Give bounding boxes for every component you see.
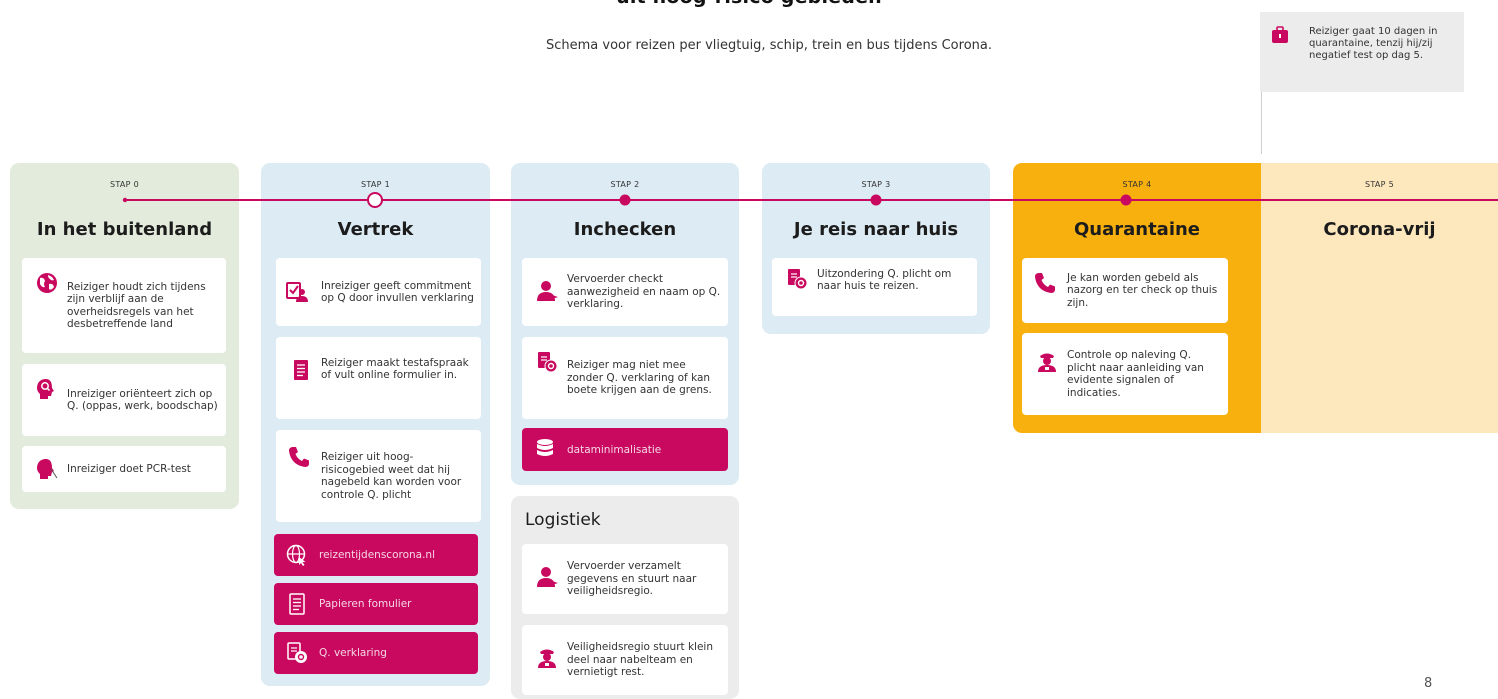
- step-4-card-2: Controle op naleving Q. plicht naar aanl…: [1022, 333, 1228, 415]
- document-icon: [294, 360, 308, 380]
- document-q-icon: [538, 352, 558, 373]
- step-3-card-1: Uitzondering Q. plicht om naar huis te r…: [772, 258, 977, 316]
- step-2-dataminimalisatie[interactable]: dataminimalisatie: [522, 428, 728, 471]
- step-1-label: STAP 1: [360, 180, 391, 189]
- step-2-card-2-text: Reiziger mag niet mee zonder Q. verklari…: [567, 359, 712, 397]
- logistiek-card-1-text: Vervoerder verzamelt gegevens en stuurt …: [567, 560, 697, 598]
- timeline-marker-step-4: [1120, 194, 1132, 206]
- database-icon: [537, 439, 553, 456]
- step-2-dataminimalisatie-text: dataminimalisatie: [567, 443, 662, 456]
- head-swab-icon: [37, 459, 58, 479]
- suitcase-icon: [1272, 26, 1288, 43]
- carrier-person-icon: [537, 281, 558, 301]
- timeline-marker-step-3: [870, 194, 882, 206]
- step-5-heading: Corona-vrij: [1323, 219, 1436, 240]
- step-1-paper-form[interactable]: Papieren fomulier: [274, 583, 478, 625]
- step-3-label: STAP 3: [861, 180, 891, 189]
- step-0-label: STAP 0: [109, 180, 140, 189]
- head-search-icon: [37, 379, 54, 399]
- step-4-card-2-text: Controle op naleving Q. plicht naar aanl…: [1067, 349, 1204, 399]
- step-0-card-3: Inreiziger doet PCR-test: [22, 446, 226, 492]
- step-0-card-2-text: Inreiziger oriënteert zich op Q. (oppas,…: [67, 387, 218, 413]
- step-2-label: STAP 2: [610, 180, 640, 189]
- step-0-card-3-text: Inreiziger doet PCR-test: [67, 462, 191, 475]
- globe-cursor-icon: [286, 544, 306, 566]
- step-1-heading: Vertrek: [337, 219, 414, 240]
- officer-icon: [538, 649, 556, 668]
- step-0-card-2: Inreiziger oriënteert zich op Q. (oppas,…: [22, 364, 226, 436]
- timeline: [122, 192, 1498, 208]
- step-2-card-1: Vervoerder checkt aanwezigheid en naam o…: [522, 258, 728, 326]
- step-0-heading: In het buitenland: [36, 219, 213, 240]
- page-number: 8: [1424, 676, 1433, 691]
- step-2-card-1-text: Vervoerder checkt aanwezigheid en naam o…: [567, 273, 721, 311]
- step-1-card-3-text: Reiziger uit hoog-risicogebied weet dat …: [321, 451, 462, 501]
- step-1-link-website[interactable]: reizentijdenscorona.nl: [274, 534, 478, 576]
- step-3-card-1-text: Uitzondering Q. plicht om naar huis te r…: [817, 267, 952, 293]
- step-1-card-1-text: Inreiziger geeft commitment op Q door in…: [321, 279, 474, 305]
- step-0-card-1-text: Reiziger houdt zich tijdens zijn verblij…: [67, 280, 206, 331]
- logistiek-card-2-text: Veiligheidsregio stuurt klein deel naar …: [567, 641, 714, 679]
- step-4-card-1: Je kan worden gebeld als nazorg en ter c…: [1022, 258, 1228, 323]
- quarantine-note-text: Reiziger gaat 10 dagen in quarantaine, t…: [1309, 26, 1438, 61]
- page-subtitle: Schema voor reizen per vliegtuig, schip,…: [546, 38, 992, 53]
- note-connector-line: [1261, 92, 1262, 154]
- logistiek-card-2: Veiligheidsregio stuurt klein deel naar …: [522, 625, 728, 695]
- phone-icon: [289, 447, 309, 467]
- step-1-q-declaration[interactable]: Q. verklaring: [274, 632, 478, 674]
- step-3-heading: Je reis naar huis: [793, 219, 959, 240]
- page-title: uit hoog-risico gebieden: [0, 0, 1498, 8]
- logistiek-card-1: Vervoerder verzamelt gegevens en stuurt …: [522, 544, 728, 614]
- globe-icon: [37, 273, 57, 293]
- document-q-icon: [287, 642, 307, 663]
- step-1-card-2-text: Reiziger maakt testafspraak of vult onli…: [321, 356, 469, 382]
- step-1-card-2: Reiziger maakt testafspraak of vult onli…: [276, 337, 481, 419]
- phone-icon: [1035, 273, 1055, 293]
- checklist-person-icon: [286, 282, 308, 302]
- step-2-heading: Inchecken: [573, 219, 677, 240]
- step-2-card-2: Reiziger mag niet mee zonder Q. verklari…: [522, 337, 728, 419]
- step-5-label: STAP 5: [1364, 180, 1395, 189]
- timeline-marker-step-0: [122, 197, 128, 203]
- document-icon: [289, 593, 305, 615]
- quarantine-note: Reiziger gaat 10 dagen in quarantaine, t…: [1260, 12, 1464, 92]
- timeline-marker-step-2: [619, 194, 631, 206]
- step-1-card-1: Inreiziger geeft commitment op Q door in…: [276, 258, 481, 326]
- step-4-label: STAP 4: [1122, 180, 1152, 189]
- carrier-person-icon: [537, 567, 558, 587]
- step-1-paper-form-text: Papieren fomulier: [319, 598, 412, 610]
- step-0-card-1: Reiziger houdt zich tijdens zijn verblij…: [22, 258, 226, 353]
- step-4-heading: Quarantaine: [1073, 219, 1201, 240]
- step-4-card-1-text: Je kan worden gebeld als nazorg en ter c…: [1067, 271, 1218, 309]
- document-q-icon: [788, 269, 808, 290]
- step-1-card-3: Reiziger uit hoog-risicogebied weet dat …: [276, 430, 481, 522]
- logistiek-title: Logistiek: [525, 510, 601, 530]
- timeline-marker-step-1: [367, 192, 383, 208]
- step-1-q-declaration-text: Q. verklaring: [319, 647, 387, 659]
- officer-icon: [1038, 353, 1056, 372]
- step-5-panel: STAP 5 Corona-vrij: [1261, 163, 1498, 433]
- step-1-link-website-text: reizentijdenscorona.nl: [319, 549, 435, 561]
